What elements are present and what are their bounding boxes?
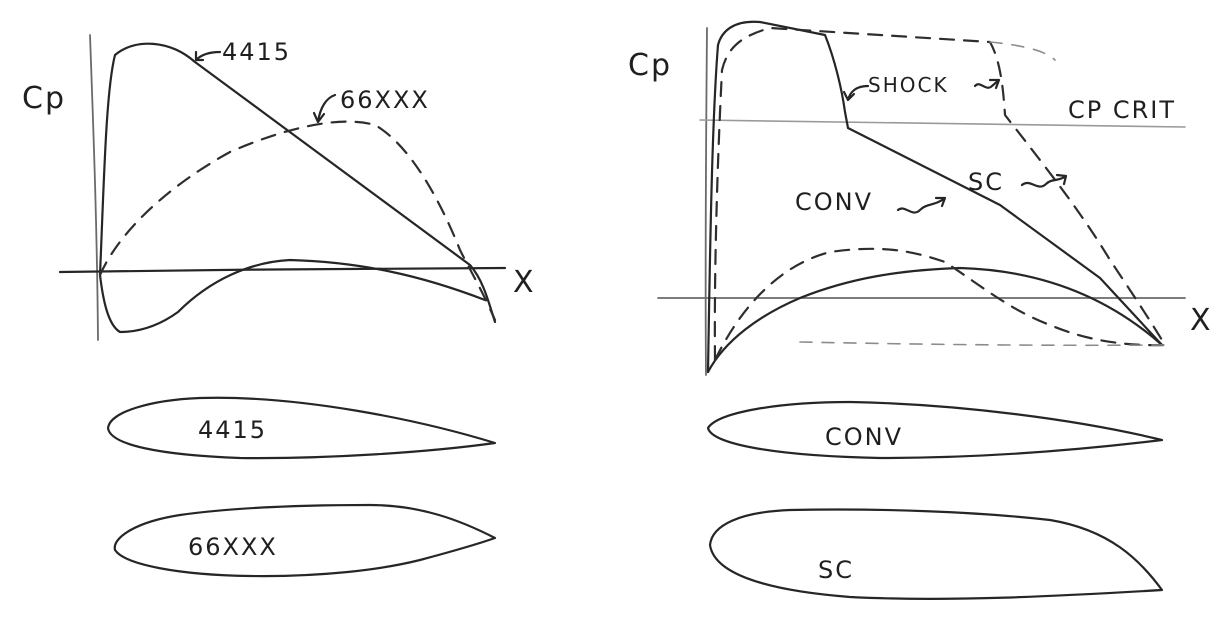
conv-squiggle-arrow [896, 196, 947, 214]
right-panel: SHOCK CP CRIT CONV SC Cp X CONV SC [628, 20, 1213, 600]
sc-top-dashed [989, 41, 1056, 61]
left-4415-lower-curve [98, 258, 487, 334]
arrow-to-4415-curve [194, 50, 222, 62]
right-cp-axis [704, 27, 708, 376]
airfoil-sc-shape [708, 508, 1164, 600]
shock-label: SHOCK [868, 73, 949, 97]
arrow-to-66xxx-curve [312, 93, 337, 124]
label-4415-curve: 4415 [222, 38, 291, 66]
left-4415-cp-curve [98, 42, 497, 324]
sc-bottom-dashed [799, 341, 1166, 347]
right-cp-axis-label: Cp [628, 48, 672, 83]
sc-cp-curve [713, 26, 1167, 362]
conv-curve-label: CONV [795, 188, 873, 216]
cp-crit-line [699, 119, 1186, 128]
airfoil-conv-shape [706, 400, 1164, 460]
left-panel: Cp X 4415 66XXX 4415 66XXX [22, 34, 536, 578]
airfoil-conv-label: CONV [825, 423, 903, 451]
airfoil-66xxx-label: 66XXX [188, 533, 278, 561]
sc-lower-curve [713, 247, 1167, 362]
left-x-axis [58, 266, 507, 274]
airfoil-4415-shape [106, 396, 497, 460]
shock-squiggle [973, 78, 1001, 90]
shock-arrow [842, 84, 870, 102]
cp-crit-label: CP CRIT [1068, 96, 1176, 124]
left-cp-axis [89, 34, 99, 341]
left-66xxx-cp-curve [98, 120, 497, 322]
left-x-axis-label: X [513, 265, 536, 300]
airfoil-66xxx-shape [113, 503, 497, 578]
conv-cp-curve-with-shock [706, 20, 1164, 374]
airfoil-4415-label: 4415 [198, 416, 267, 444]
right-x-axis-label: X [1190, 303, 1213, 338]
label-66xxx-curve: 66XXX [340, 86, 430, 114]
conv-lower-curve [706, 266, 1164, 374]
airfoil-sc-label: SC [818, 556, 854, 584]
left-cp-axis-label: Cp [22, 81, 66, 116]
sc-curve-label: SC [968, 168, 1004, 196]
sc-squiggle-arrow [1020, 173, 1068, 188]
